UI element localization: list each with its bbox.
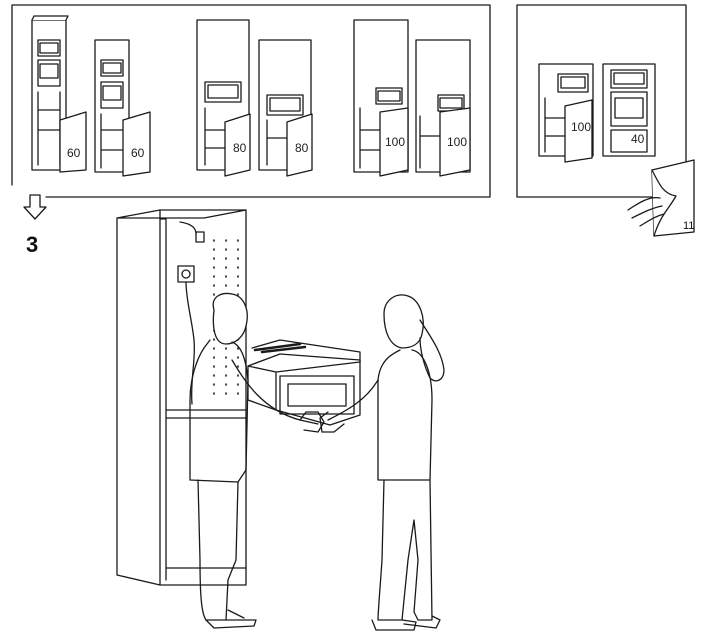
alt-variants-panel: 100 40 bbox=[516, 4, 687, 198]
cabinet-variant-100-b bbox=[415, 39, 471, 177]
person-right bbox=[319, 294, 445, 631]
page-turn-icon: 11 bbox=[627, 159, 695, 237]
cabinet-variant-100-a bbox=[353, 19, 409, 177]
variant-label: 100 bbox=[571, 120, 591, 134]
person-left bbox=[189, 292, 325, 629]
cabinet-variant-alt-100 bbox=[538, 63, 594, 163]
cabinet-variant-60-a bbox=[31, 15, 87, 173]
hinge-bracket bbox=[195, 231, 205, 243]
peg-holes bbox=[213, 239, 239, 401]
cabinet-variant-alt-40 bbox=[602, 63, 656, 157]
cabinet-variant-60-b bbox=[94, 39, 151, 177]
variant-label: 80 bbox=[295, 141, 309, 155]
tall-cabinet bbox=[116, 209, 247, 586]
cabinet-variant-80-b bbox=[258, 39, 313, 177]
down-arrow-icon bbox=[23, 194, 47, 220]
variant-label: 80 bbox=[233, 141, 247, 155]
variant-label: 60 bbox=[131, 146, 145, 160]
step-number: 3 bbox=[26, 232, 38, 257]
cabinet-variant-80-a bbox=[196, 19, 251, 177]
variant-label: 100 bbox=[447, 135, 467, 149]
variant-label: 60 bbox=[67, 146, 81, 160]
variants-panel: 60 60 80 80 100 100 bbox=[11, 4, 491, 198]
variant-label: 40 bbox=[631, 132, 645, 146]
power-socket-icon bbox=[177, 265, 195, 283]
oven bbox=[247, 339, 361, 426]
variant-label: 100 bbox=[385, 135, 405, 149]
page-reference-number: 11 bbox=[683, 220, 694, 232]
